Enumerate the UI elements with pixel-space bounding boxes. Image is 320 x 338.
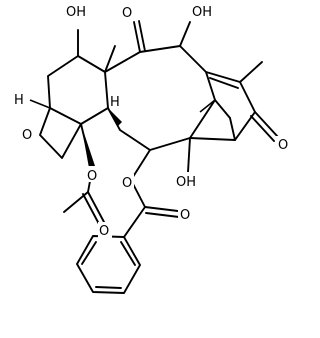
atom-label-ketone-right: O <box>278 138 288 153</box>
atom-label-oxetane-oxygen: O <box>22 128 32 143</box>
atom-label-hydrogen-center: H <box>110 95 120 110</box>
bond-lines <box>39 20 279 294</box>
atom-label-benzoate-ester-oxygen: O <box>122 176 132 191</box>
chemical-structure: OH OH O O O H H OH O O O O <box>14 2 290 294</box>
atom-label-oh-bottom: OH <box>176 175 196 190</box>
atom-label-benzoate-carbonyl-oxygen: O <box>180 208 190 223</box>
atom-label-hydrogen-left: H <box>14 93 24 108</box>
atom-label-oh-top-left: OH <box>66 5 86 20</box>
atom-labels: OH OH O O O H H OH O O O O <box>14 2 290 239</box>
atom-label-oh-top-right: OH <box>192 5 212 20</box>
stereo-bonds <box>29 99 216 168</box>
atom-label-acetate-carbonyl-oxygen: O <box>99 224 109 239</box>
atom-label-ketone-top: O <box>122 6 132 21</box>
atom-label-acetate-ester-oxygen: O <box>87 169 97 184</box>
